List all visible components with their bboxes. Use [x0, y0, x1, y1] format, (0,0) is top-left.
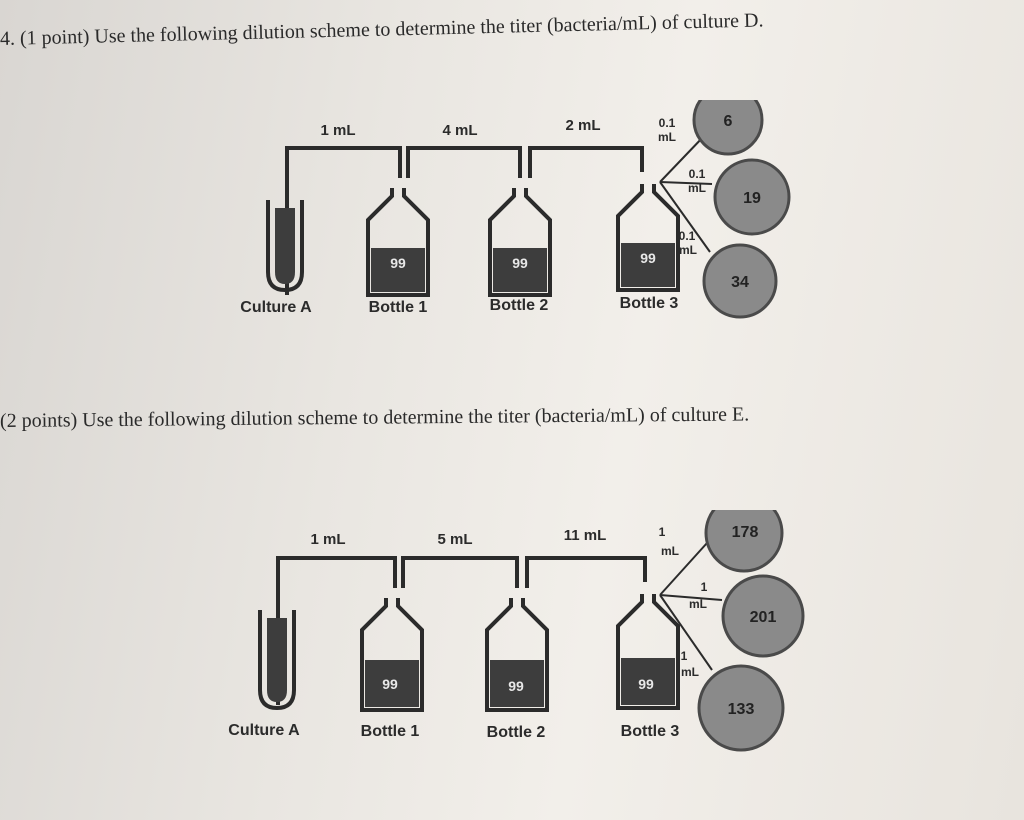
transfer-label-2: 4 mL	[442, 122, 477, 139]
bottle-3	[616, 184, 680, 292]
plate-branch-3	[659, 594, 713, 671]
plate-2-count: 201	[750, 609, 777, 626]
plate-branch-2	[659, 181, 713, 185]
plate-volume-1-line1: 0.1	[659, 116, 676, 130]
plate-volume-2-line1: 0.1	[689, 167, 706, 181]
bottle-3-name: Bottle 3	[620, 295, 679, 312]
plate-volume-3-line1: 0.1	[679, 229, 696, 243]
plate-3	[702, 243, 778, 319]
bottle-2	[488, 188, 552, 297]
plate-branch-1	[659, 542, 708, 596]
transfer-label-1: 1 mL	[320, 122, 355, 139]
dilution-scheme-1: 1 mL 4 mL 2 mL 0.1 mL 0.1 mL 0.1 mL 99 9…	[0, 100, 1024, 400]
culture-tube	[258, 610, 296, 711]
plate-volume-3-line1: 1	[681, 649, 688, 663]
plate-1-count: 178	[732, 524, 759, 541]
plate-volume-1-line1: 1	[659, 525, 666, 539]
source-name: Culture A	[240, 299, 312, 316]
bottle-2-volume: 99	[512, 255, 528, 271]
plate-volume-2-line1: 1	[701, 580, 708, 594]
transfer-line-3	[525, 556, 647, 588]
bottle-1	[360, 598, 424, 712]
plate-3-count: 133	[728, 701, 755, 718]
bottle-2	[485, 598, 549, 712]
bottle-2-name: Bottle 2	[490, 297, 549, 314]
bottle-1	[366, 188, 430, 297]
plate-volume-2-line2: mL	[689, 597, 707, 611]
transfer-line-2	[401, 556, 519, 588]
plate-3	[697, 664, 785, 752]
transfer-line-2	[406, 146, 522, 178]
plate-2	[713, 158, 791, 236]
plate-branch-3	[659, 181, 711, 253]
plate-3-count: 34	[731, 274, 749, 291]
plate-2-count: 19	[743, 190, 761, 207]
plate-1	[704, 510, 784, 573]
plate-volume-1-line2: mL	[658, 130, 676, 144]
transfer-label-3: 2 mL	[565, 117, 600, 134]
plate-volume-3-line2: mL	[679, 243, 697, 257]
transfer-line-3	[528, 146, 644, 178]
question-2-text: (2 points) Use the following dilution sc…	[0, 403, 750, 432]
bottle-2-volume: 99	[508, 678, 524, 694]
plate-volume-1-line2: mL	[661, 544, 679, 558]
bottle-3-volume: 99	[640, 250, 656, 266]
bottle-3-volume: 99	[638, 676, 654, 692]
source-name: Culture A	[228, 722, 300, 739]
plate-1	[692, 100, 764, 156]
dilution-scheme-2: 1 mL 5 mL 11 mL 1 mL 1 mL 1 mL 99 99 99 …	[0, 510, 1024, 810]
culture-tube	[266, 200, 304, 293]
transfer-label-1: 1 mL	[310, 531, 345, 548]
transfer-label-2: 5 mL	[437, 531, 472, 548]
bottle-3-name: Bottle 3	[621, 723, 680, 740]
transfer-label-3: 11 mL	[564, 527, 607, 544]
bottle-1-volume: 99	[382, 676, 398, 692]
plate-1-count: 6	[724, 113, 733, 130]
bottle-3	[616, 594, 680, 710]
plate-volume-2-line2: mL	[688, 181, 706, 195]
bottle-1-name: Bottle 1	[369, 299, 428, 316]
bottle-1-name: Bottle 1	[361, 723, 420, 740]
plate-2	[721, 574, 805, 658]
plate-branch-2	[659, 594, 723, 601]
question-1-text: 4. (1 point) Use the following dilution …	[0, 9, 764, 50]
plate-volume-3-line2: mL	[681, 665, 699, 679]
bottle-2-name: Bottle 2	[487, 724, 546, 741]
plate-branch-1	[659, 134, 706, 183]
bottle-1-volume: 99	[390, 255, 406, 271]
